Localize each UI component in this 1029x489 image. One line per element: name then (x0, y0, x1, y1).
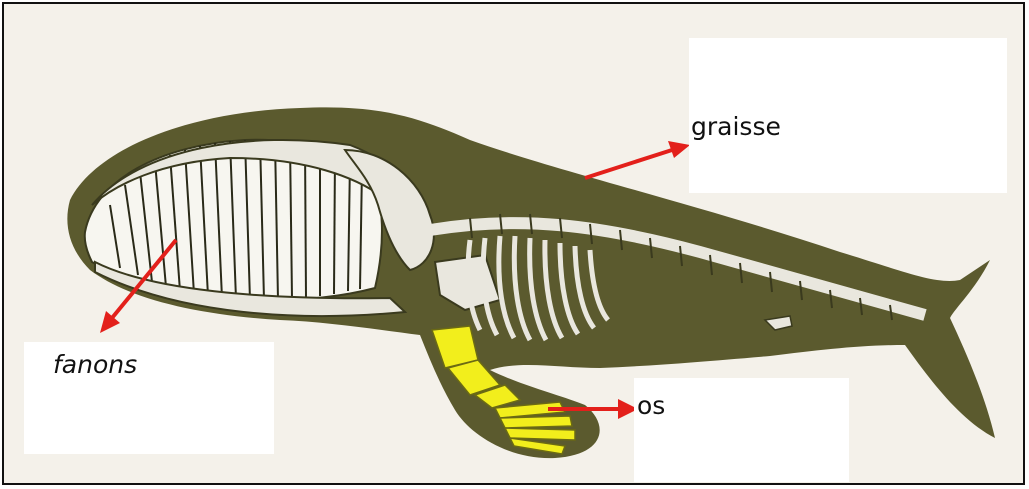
label-os: os (637, 391, 665, 420)
label-fanons: fanons (53, 350, 137, 379)
label-box-os (634, 378, 849, 482)
arrow-graisse (585, 141, 690, 178)
label-graisse: graisse (691, 112, 781, 141)
